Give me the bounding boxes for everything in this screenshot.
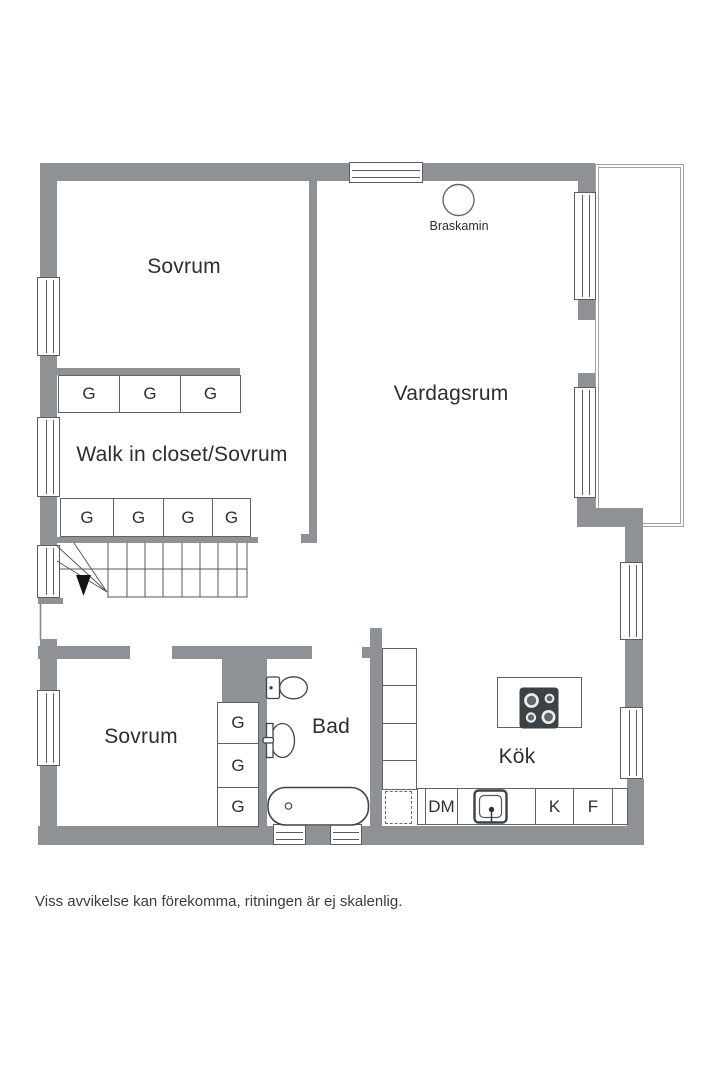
room-label-bad: Bad <box>312 715 350 738</box>
wall-east-1 <box>578 300 595 320</box>
washbasin-icon <box>262 722 296 759</box>
bathtub-icon <box>267 786 370 826</box>
wall-below-wardrobes <box>40 537 258 543</box>
window-bath-south-2 <box>330 824 362 845</box>
room-label-vardagsrum: Vardagsrum <box>393 382 509 405</box>
wardrobe-cell: G <box>113 498 164 537</box>
window-livingroom-east-2 <box>574 387 596 498</box>
stairs-direction-arrow <box>76 575 91 596</box>
window-bath-south-1 <box>273 824 306 845</box>
kitchen-cabinet <box>382 648 417 686</box>
wall-topright-corner <box>578 181 595 193</box>
wardrobe-cell: G <box>163 498 213 537</box>
balcony-outline <box>595 164 684 527</box>
room-label-walk-in-closet: Walk in closet/Sovrum <box>76 443 288 466</box>
wall-top-left <box>40 163 350 181</box>
kitchen-cabinet <box>382 723 417 761</box>
wall-above-wardrobes <box>57 368 240 375</box>
wall-left-3 <box>40 497 57 545</box>
kitchen-cabinet <box>382 760 417 790</box>
wardrobe-cell: G <box>217 743 259 788</box>
wall-kitchen-left <box>370 628 382 826</box>
wall-top-right <box>423 163 595 181</box>
window-kitchen-east-1 <box>620 562 643 640</box>
freezer-cell: F <box>573 788 613 825</box>
wall-east-2 <box>578 373 595 387</box>
balcony-inner-line <box>598 167 681 524</box>
wardrobe-cell: G <box>60 498 114 537</box>
stairs <box>56 542 248 598</box>
sink-cell <box>457 788 536 825</box>
wall-left-5 <box>40 766 57 828</box>
wardrobe-cell: G <box>217 702 259 744</box>
wardrobe-cell: G <box>180 375 241 413</box>
wall-bedroom-top-b <box>172 646 312 659</box>
wall-bedroom-top-a <box>38 646 130 659</box>
wall-southeast-corner <box>627 779 644 826</box>
toilet-icon <box>265 676 308 700</box>
window-left-closet <box>37 417 60 497</box>
wall-east-step-a <box>577 497 595 509</box>
fireplace-label: Braskamin <box>429 219 489 233</box>
wall-left-2 <box>40 356 57 417</box>
window-left-stairs <box>37 545 60 598</box>
fridge-cell: K <box>535 788 574 825</box>
kitchen-island <box>497 677 582 728</box>
window-livingroom-east-1 <box>574 192 596 300</box>
wall-east-4 <box>625 640 643 708</box>
kitchen-dashed-space <box>385 791 412 824</box>
wall-closet-right <box>258 700 267 826</box>
wall-left-1 <box>40 181 57 277</box>
wall-left-cap <box>38 598 63 604</box>
kitchen-counter-cell <box>612 788 628 825</box>
wall-kitchen-stub <box>362 647 370 658</box>
dishwasher-cell: DM <box>425 788 458 825</box>
kitchen-cabinet <box>382 685 417 724</box>
window-top-livingroom <box>349 162 423 183</box>
wardrobe-cell: G <box>217 787 259 827</box>
caption: Viss avvikelse kan förekomma, ritningen … <box>35 893 403 910</box>
window-kitchen-east-2 <box>620 707 643 779</box>
room-label-kok: Kök <box>498 745 536 768</box>
room-label-sovrum-bottom: Sovrum <box>104 725 178 748</box>
wall-interior-foot <box>301 534 309 543</box>
wardrobe-cell: G <box>119 375 181 413</box>
wardrobe-cell: G <box>58 375 120 413</box>
room-label-sovrum-top: Sovrum <box>147 255 221 278</box>
window-left-bedroom2 <box>37 690 60 766</box>
wall-east-step-b <box>577 508 643 527</box>
fireplace-icon <box>442 183 475 217</box>
wall-interior-main <box>309 181 317 543</box>
wall-closet-tee <box>222 659 267 703</box>
wardrobe-cell: G <box>212 498 251 537</box>
wall-east-3 <box>625 527 643 563</box>
window-left-bedroom <box>37 277 60 356</box>
